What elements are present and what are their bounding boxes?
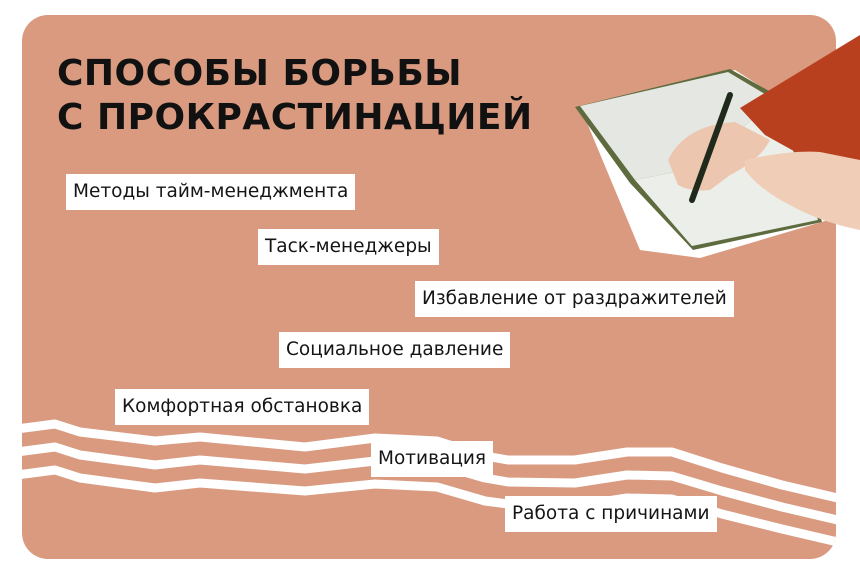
tag-social-pressure: Социальное давление (279, 332, 511, 368)
page-title: СПОСОБЫ БОРЬБЫ С ПРОКРАСТИНАЦИЕЙ (57, 52, 533, 140)
tag-task-managers: Таск-менеджеры (258, 229, 439, 265)
title-line-2: С ПРОКРАСТИНАЦИЕЙ (57, 97, 533, 138)
tag-motivation: Мотивация (371, 441, 494, 477)
writing-hand-photo (575, 35, 860, 258)
tag-comfortable-environment: Комфортная обстановка (115, 389, 370, 425)
tag-time-management: Методы тайм-менеджмента (66, 174, 356, 210)
tag-work-with-causes: Работа с причинами (505, 496, 717, 532)
title-line-1: СПОСОБЫ БОРЬБЫ (57, 53, 463, 94)
tag-remove-distractions: Избавление от раздражителей (415, 281, 734, 317)
